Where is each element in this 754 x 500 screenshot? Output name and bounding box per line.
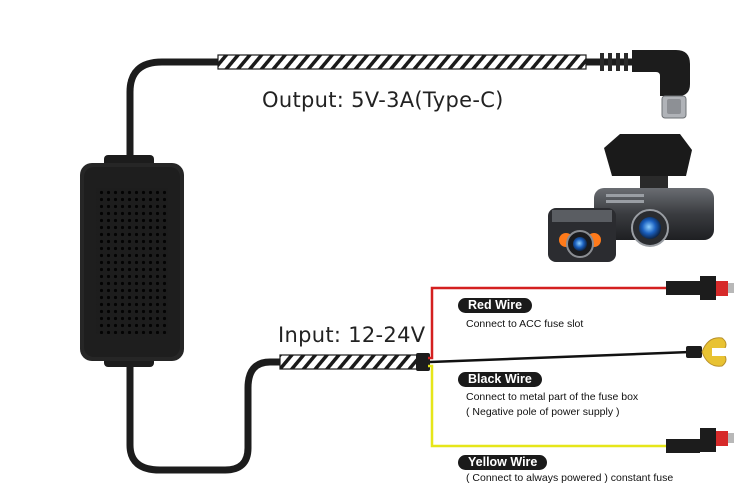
yellow-wire-title: Yellow Wire [458,455,548,470]
converter-box-icon [80,155,184,367]
ring-terminal-icon [701,337,727,367]
output-label: Output: 5V-3A(Type-C) [262,88,504,112]
yellow-wire-description: ( Connect to always powered ) constant f… [466,472,674,484]
black-wire-description: Connect to metal part of the fuse box [466,391,639,403]
input-cable [126,353,430,474]
fuse-tap-icon [666,276,734,300]
black-wire-note: ( Negative pole of power supply ) [466,406,620,418]
fuse-tap-icon [666,428,734,453]
dash-camera-icon [548,134,714,262]
red-wire [428,286,672,360]
input-label: Input: 12-24V [278,323,426,347]
black-wire [429,346,702,364]
yellow-wire [428,364,672,448]
usb-c-plug-icon [600,50,690,119]
black-wire-title: Black Wire [458,372,542,387]
red-wire-title: Red Wire [458,298,533,313]
red-wire-description: Connect to ACC fuse slot [466,318,584,330]
output-cable [126,54,640,164]
